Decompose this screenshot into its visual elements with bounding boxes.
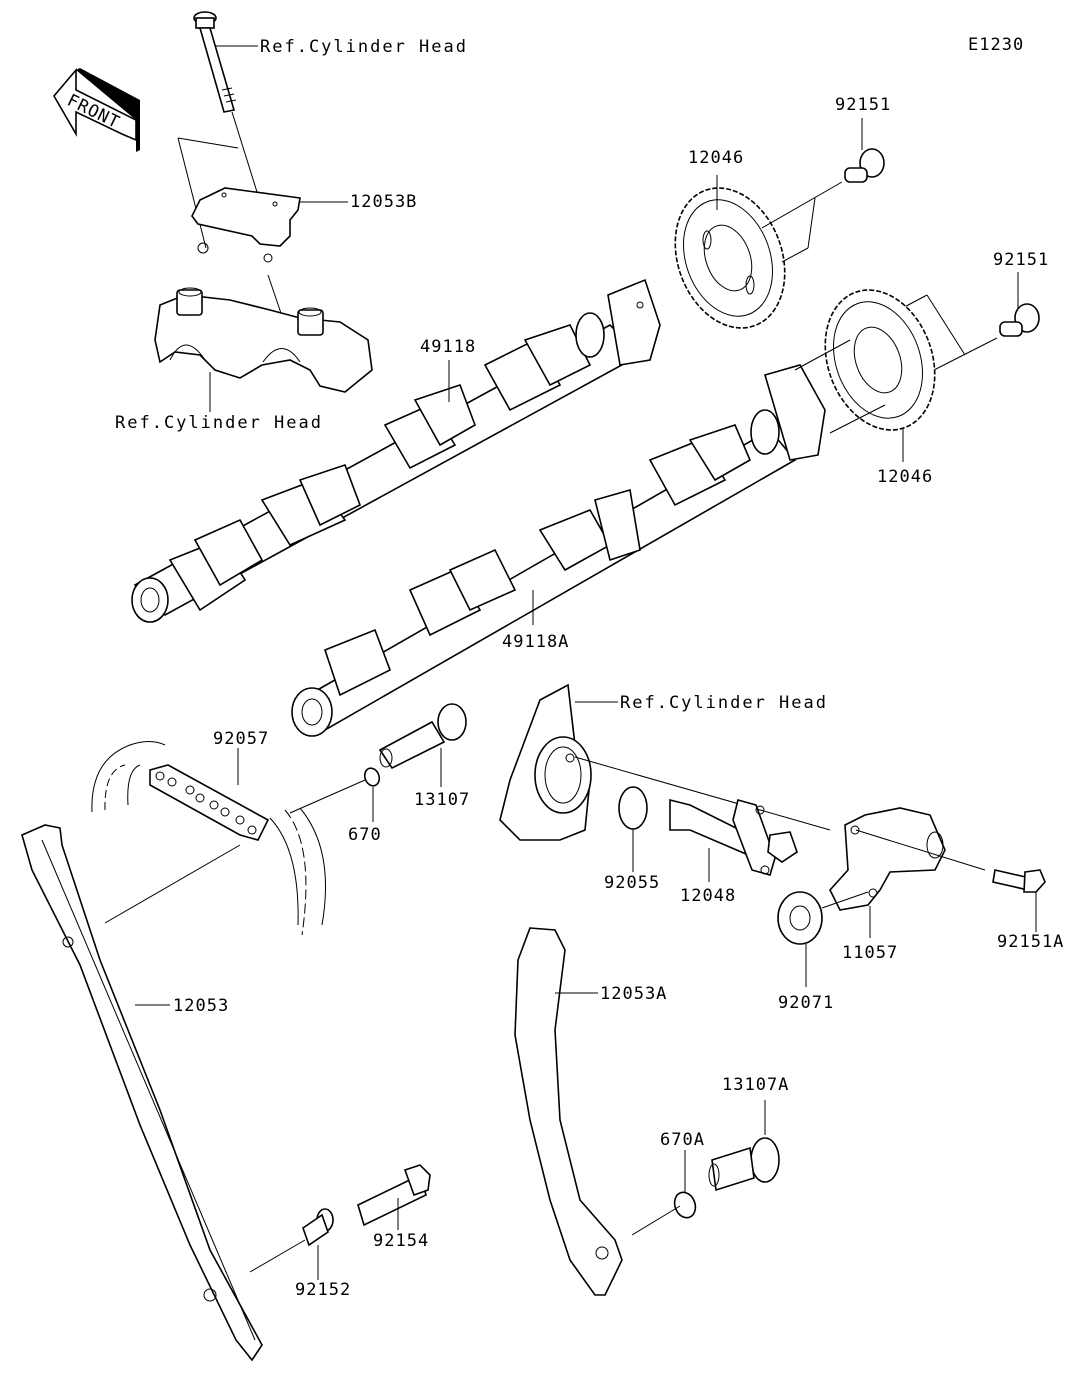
o-ring-670 xyxy=(289,767,381,814)
label-92071: 92071 xyxy=(778,993,834,1013)
label-12046-lower: 12046 xyxy=(877,467,933,487)
ref-label-tensioner: Ref.Cylinder Head xyxy=(620,693,828,713)
front-arrow-icon: FRONT xyxy=(53,67,140,152)
bolt-92154 xyxy=(357,1164,431,1227)
label-92055: 92055 xyxy=(604,873,660,893)
label-11057: 11057 xyxy=(842,943,898,963)
label-12048: 12048 xyxy=(680,886,736,906)
collar-92152 xyxy=(249,1208,334,1273)
bracket-11057 xyxy=(829,807,986,911)
cam-cap-holder xyxy=(154,274,373,393)
chain-guide-12053A xyxy=(514,927,623,1296)
label-12053A: 12053A xyxy=(600,984,667,1004)
label-12053: 12053 xyxy=(173,996,229,1016)
o-ring-92055 xyxy=(618,786,648,830)
label-92152: 92152 xyxy=(295,1280,351,1300)
label-92151A: 92151A xyxy=(997,932,1064,952)
ref-label-bolt: Ref.Cylinder Head xyxy=(260,37,468,57)
label-92151-lower: 92151 xyxy=(993,250,1049,270)
ref-label-caps: Ref.Cylinder Head xyxy=(115,413,323,433)
label-12053B: 12053B xyxy=(350,192,417,212)
label-13107A: 13107A xyxy=(722,1075,789,1095)
chain-guide-12053 xyxy=(21,824,263,1362)
pin-13107A xyxy=(708,1137,780,1192)
label-13107: 13107 xyxy=(414,790,470,810)
camshaft-49118A xyxy=(291,364,826,737)
label-12046-upper: 12046 xyxy=(688,148,744,168)
tensioner-12048 xyxy=(669,798,798,876)
sprocket-12046-lower xyxy=(794,289,936,434)
label-49118A: 49118A xyxy=(502,632,569,652)
camshaft-49118 xyxy=(131,278,661,623)
label-670A: 670A xyxy=(660,1130,705,1150)
sprocket-12046-upper xyxy=(674,187,786,329)
diagram-code: E1230 xyxy=(968,35,1024,55)
label-49118: 49118 xyxy=(420,337,476,357)
part-12053B xyxy=(177,137,301,263)
bolt-92151A xyxy=(992,869,1046,893)
timing-chain-92057 xyxy=(91,741,326,936)
bolt-92151-upper xyxy=(761,148,885,263)
label-92151-upper: 92151 xyxy=(835,95,891,115)
pin-13107 xyxy=(378,703,467,770)
grommet-92071 xyxy=(777,891,869,945)
o-ring-670A xyxy=(631,1191,697,1236)
label-92154: 92154 xyxy=(373,1231,429,1251)
bolt-92151-lower xyxy=(894,294,1040,373)
cylinder-head-tensioner-mount xyxy=(499,683,831,841)
label-670: 670 xyxy=(348,825,382,845)
label-92057: 92057 xyxy=(213,729,269,749)
